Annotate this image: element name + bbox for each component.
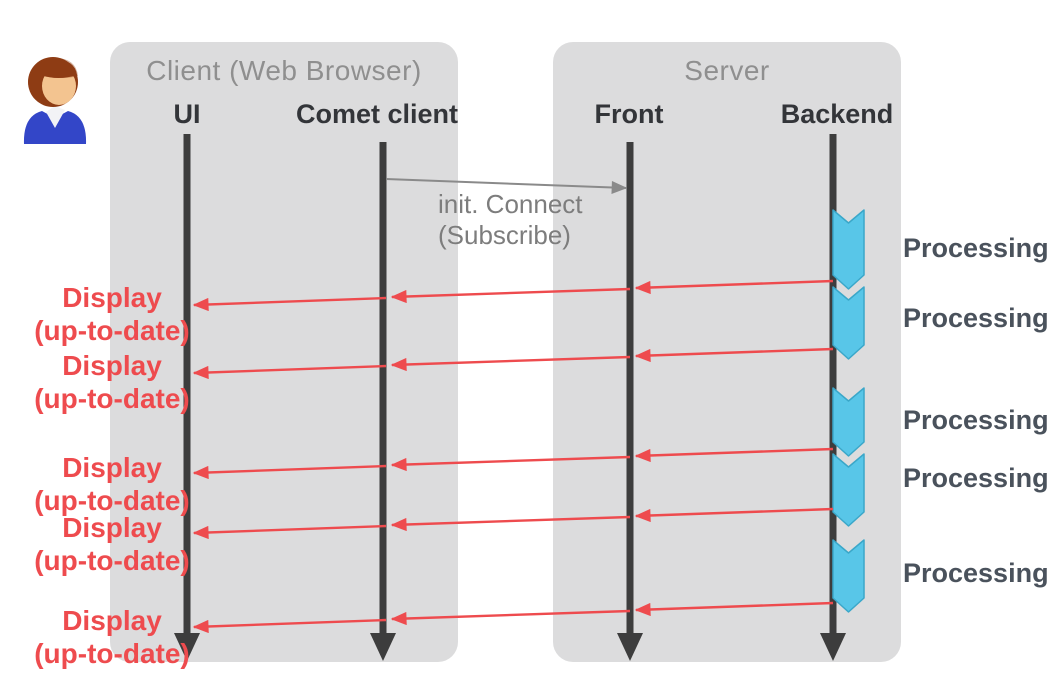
init-connect-arrow xyxy=(385,178,628,194)
display-label-3: Display (up-to-date) xyxy=(34,452,190,516)
init-connect-line1: init. Connect xyxy=(438,189,583,219)
processing-chevron-3 xyxy=(832,387,865,457)
init-connect-label: init. Connect (Subscribe) xyxy=(438,189,583,251)
client-panel xyxy=(110,42,458,662)
push-message-3 xyxy=(192,447,834,480)
lifeline-front-arrowhead xyxy=(617,633,643,661)
lifeline-label-comet-client: Comet client xyxy=(295,99,459,129)
processing-chevron-2 xyxy=(832,286,865,360)
lifeline-comet-arrowhead xyxy=(370,633,396,661)
processing-chevron-1 xyxy=(832,209,865,290)
push-messages xyxy=(192,279,834,634)
processing-label-4: Processing xyxy=(903,463,1049,493)
processing-chevron-5 xyxy=(832,539,865,613)
server-panel-title: Server xyxy=(684,55,770,86)
init-connect-line2: (Subscribe) xyxy=(438,220,571,250)
lifeline-ui-arrowhead xyxy=(174,633,200,661)
processing-chevrons xyxy=(832,209,865,613)
push-message-4 xyxy=(192,507,834,540)
user-shirt xyxy=(46,106,65,128)
push-message-5 xyxy=(192,601,834,634)
push-message-2 xyxy=(192,347,834,380)
processing-label-1: Processing xyxy=(903,233,1049,263)
lifeline-end-arrowheads xyxy=(174,633,846,661)
processing-label-2: Processing xyxy=(903,303,1049,333)
lifeline-label-front: Front xyxy=(594,99,664,129)
user-hair-fringe xyxy=(29,59,77,102)
lifeline-backend-arrowhead xyxy=(820,633,846,661)
display-label-4: Display (up-to-date) xyxy=(34,512,190,576)
display-label-2: Display (up-to-date) xyxy=(34,350,190,414)
processing-chevron-4 xyxy=(832,453,865,527)
display-label-1: Display (up-to-date) xyxy=(34,282,190,346)
processing-label-3: Processing xyxy=(903,405,1049,435)
lifeline-label-backend: Backend xyxy=(780,99,894,129)
push-message-1 xyxy=(192,279,834,312)
user-icon xyxy=(23,57,87,144)
client-panel-title: Client (Web Browser) xyxy=(146,55,422,86)
lifeline-label-ui: UI xyxy=(173,99,201,129)
processing-label-5: Processing xyxy=(903,558,1049,588)
display-label-5: Display (up-to-date) xyxy=(34,605,190,669)
